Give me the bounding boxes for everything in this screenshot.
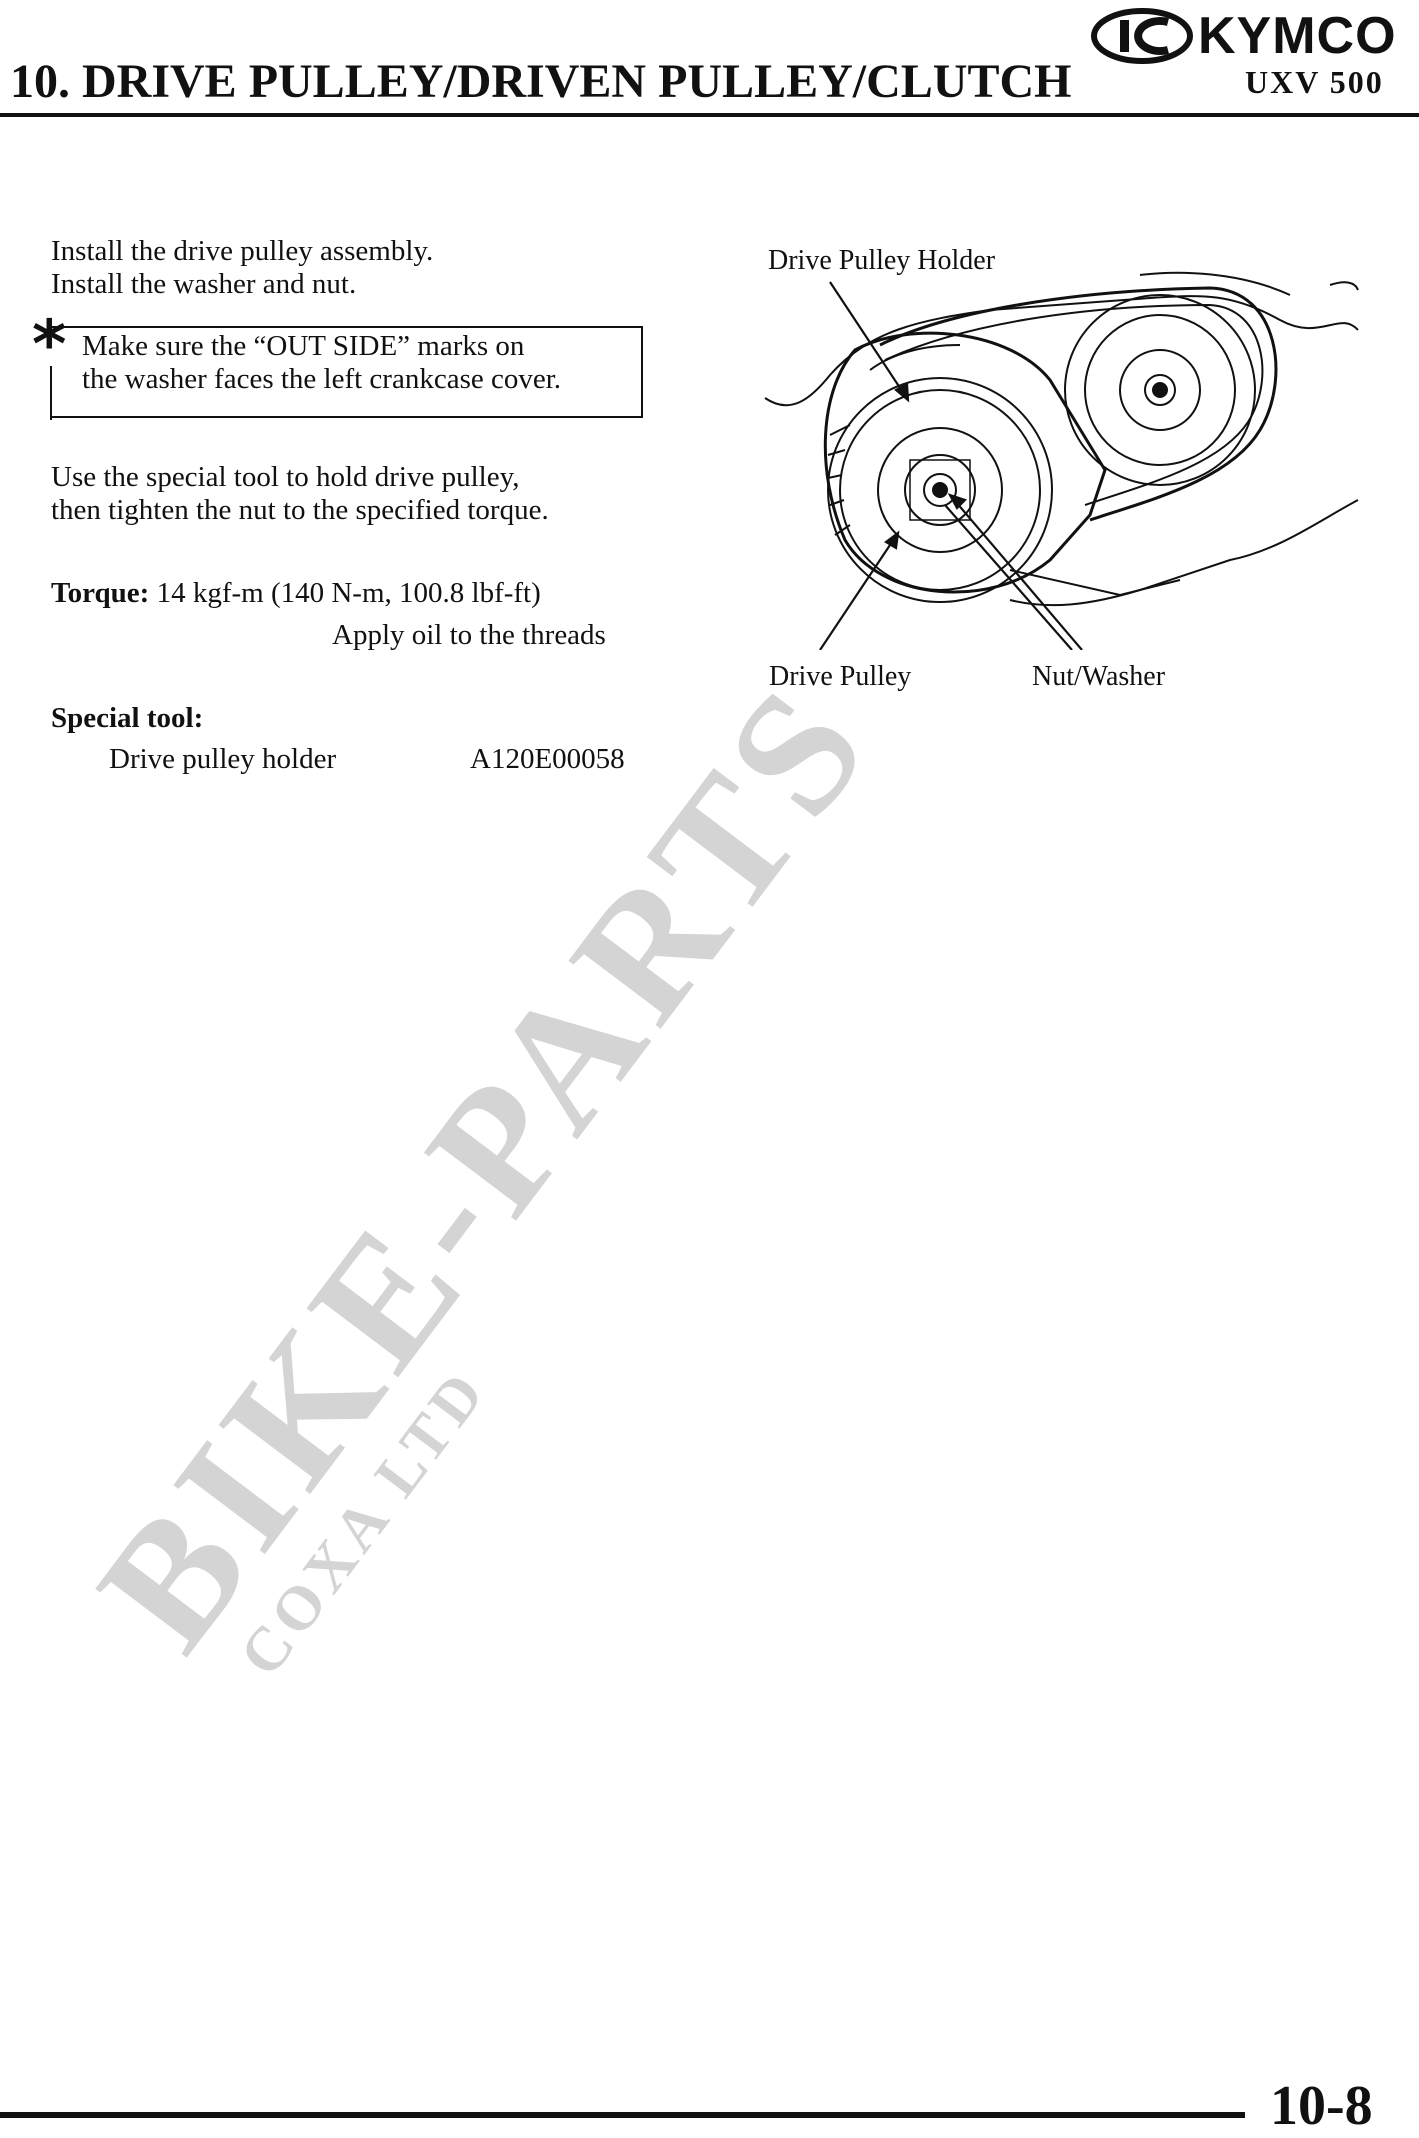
label-drive-pulley-holder: Drive Pulley Holder bbox=[768, 245, 996, 276]
instruction-install-washer: Install the washer and nut. bbox=[51, 268, 357, 300]
apply-oil-note: Apply oil to the threads bbox=[332, 619, 606, 651]
torque-value: 14 kgf-m (140 N-m, 100.8 lbf-ft) bbox=[149, 577, 541, 609]
caution-line-1: Make sure the “OUT SIDE” marks on bbox=[82, 330, 525, 362]
kymco-emblem-icon bbox=[1091, 8, 1193, 64]
caution-box bbox=[50, 326, 643, 420]
watermark-sub: COXA LTD bbox=[227, 1356, 501, 1688]
instruction-hold-pulley: Use the special tool to hold drive pulle… bbox=[51, 461, 520, 493]
torque-spec: Torque: 14 kgf-m (140 N-m, 100.8 lbf-ft) bbox=[51, 577, 541, 610]
tool-code: A120E00058 bbox=[470, 743, 625, 775]
model-name: UXV 500 bbox=[1245, 64, 1384, 100]
caution-mark: * bbox=[32, 306, 67, 383]
brand-name: KYMCO bbox=[1198, 7, 1397, 65]
watermark-main: BIKE-PARTS bbox=[60, 647, 907, 1683]
tool-name: Drive pulley holder bbox=[109, 743, 337, 775]
torque-label: Torque: bbox=[51, 577, 150, 609]
footer-divider bbox=[0, 2112, 1245, 2118]
header-divider bbox=[0, 113, 1419, 117]
label-drive-pulley: Drive Pulley bbox=[769, 661, 912, 692]
instruction-install-pulley: Install the drive pulley assembly. bbox=[51, 235, 434, 267]
caution-line-2: the washer faces the left crankcase cove… bbox=[82, 363, 562, 395]
page-title: 10. DRIVE PULLEY/DRIVEN PULLEY/CLUTCH bbox=[10, 55, 1072, 108]
special-tool-heading: Special tool: bbox=[51, 702, 203, 735]
drive-pulley-illustration bbox=[764, 271, 1359, 650]
kymco-logo: KYMCO bbox=[1090, 6, 1396, 65]
label-nut-washer: Nut/Washer bbox=[1032, 661, 1166, 692]
instruction-tighten-nut: then tighten the nut to the specified to… bbox=[51, 494, 549, 526]
caution-text: Make sure the “OUT SIDE” marks on the wa… bbox=[82, 330, 561, 396]
special-tool-label: Special tool: bbox=[51, 702, 204, 734]
page-number: 10-8 bbox=[1270, 2075, 1373, 2137]
